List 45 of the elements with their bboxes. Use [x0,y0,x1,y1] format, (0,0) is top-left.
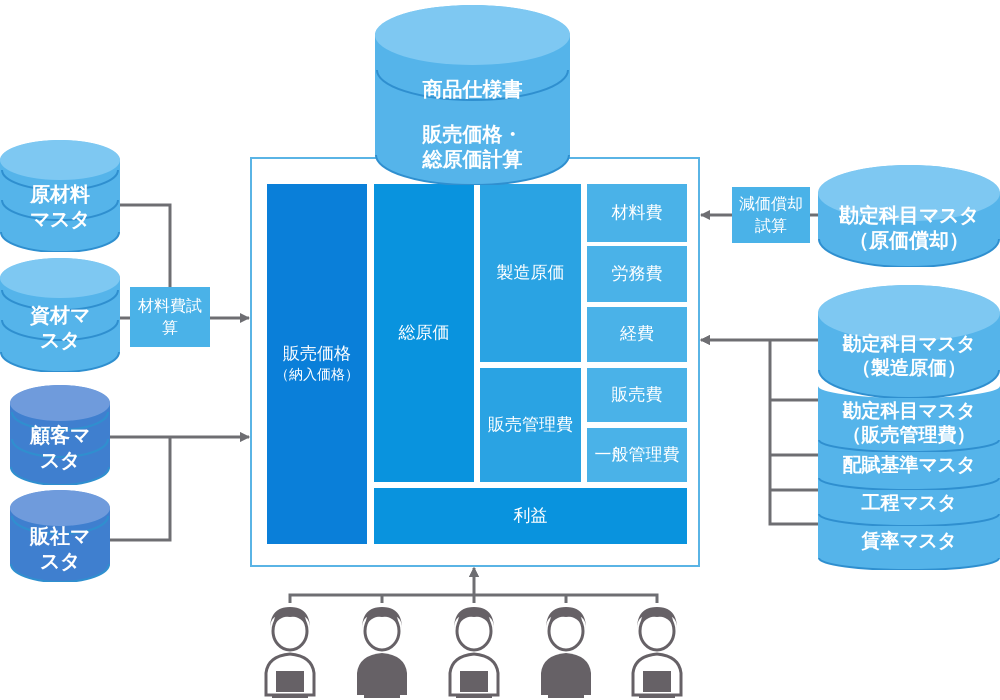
cost-cell [587,184,687,242]
cell-label: （納入価格） [275,366,359,385]
arrow [700,210,732,220]
database-label: 販社マスタ [28,524,91,574]
cost-cell [480,184,581,362]
database-label: 原材料マスタ [28,182,91,232]
cost-cell [587,246,687,302]
arrow [700,335,818,526]
cell-label: 材料費 [612,202,662,224]
database-label: 資材マスタ [29,303,91,353]
cost-cell [480,368,581,482]
cost-cell [267,184,367,544]
database-label: 勘定科目マスタ（製造原価） [842,333,976,380]
cell-label: 材料費試算 [137,295,203,339]
connector-line [810,214,818,216]
cell-label: 販売価格 [283,343,351,366]
cell-label: 減価償却試算 [738,193,804,237]
database-label: 販売価格・総原価計算 [421,122,524,172]
database-label: 商品仕様書 [422,77,522,102]
arrow [110,432,250,542]
cell-label: 利益 [514,504,548,528]
database-label: 勘定科目マスタ（原価償却） [838,203,980,253]
cost-cell [587,428,687,482]
cost-cell [374,488,687,544]
cell-label: 販売管理費 [488,414,573,436]
cell-label: 一般管理費 [594,444,680,466]
connector-line [120,316,130,320]
cell-label: 経費 [620,323,654,346]
process-box [732,187,810,243]
cell-label: 労務費 [612,262,662,286]
database-label: 工程マスタ [862,492,956,516]
cell-label: 販売費 [612,384,662,406]
database-label: 賃率マスタ [862,530,956,554]
database-label: 顧客マスタ [28,423,91,473]
cell-label: 総原価 [398,322,450,344]
cost-cell [587,307,687,362]
arrow [469,567,658,603]
cell-label: 製造原価 [496,262,564,284]
process-box [130,287,210,347]
cost-cell [374,184,474,482]
connector-line [120,204,172,287]
cost-cell [587,368,687,422]
database-label: 配賦基準マスタ [842,454,976,478]
database-label: 勘定科目マスタ（販売管理費） [842,400,976,448]
arrow [210,313,250,323]
